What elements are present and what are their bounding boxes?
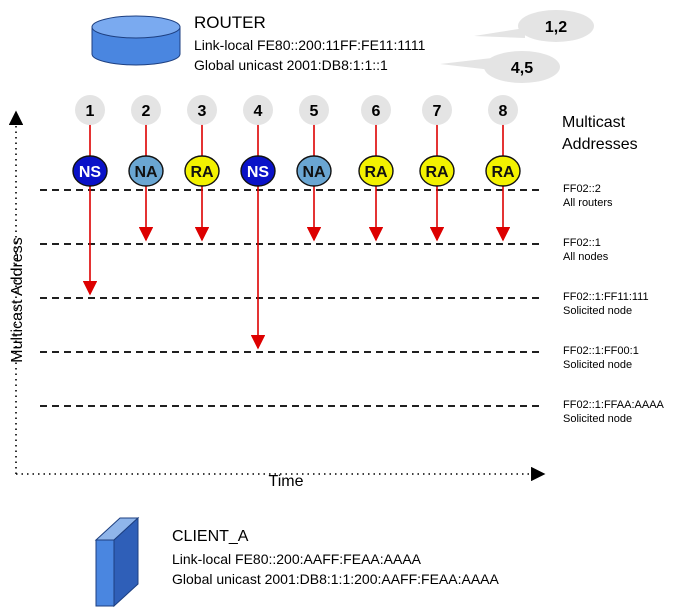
client-link-local: Link-local FE80::200:AAFF:FEAA:AAAA: [172, 551, 422, 567]
client-name: CLIENT_A: [172, 528, 249, 545]
message-type: NA: [302, 164, 326, 181]
message-type: RA: [425, 164, 449, 181]
message-ns: NS: [240, 155, 276, 187]
step-badge: 1: [75, 95, 105, 125]
message-markers: 1NS 2NA 3RA 4NS 5NA 6RA 7RA 8RA: [72, 95, 521, 187]
router-icon: [91, 15, 181, 66]
message-type: RA: [190, 164, 214, 181]
router-callout-1: 1,2: [474, 10, 594, 42]
callout-label: 1,2: [545, 19, 567, 36]
message-type: NS: [247, 164, 270, 181]
step-badge: 6: [361, 95, 391, 125]
step-number: 3: [198, 103, 207, 120]
step-badge: 8: [488, 95, 518, 125]
message-type: NA: [134, 164, 158, 181]
address-desc: All routers: [563, 197, 613, 209]
callout-label: 4,5: [511, 60, 533, 77]
address-label: FF02::2: [563, 183, 601, 195]
address-lines: [40, 189, 540, 407]
message-ra: RA: [184, 155, 220, 187]
client-icon: [94, 516, 140, 608]
step-badge: 5: [299, 95, 329, 125]
router-callout-2: 4,5: [440, 51, 560, 83]
step-number: 7: [433, 103, 442, 120]
step-number: 4: [254, 103, 263, 120]
step-badge: 3: [187, 95, 217, 125]
router-name: ROUTER: [194, 13, 266, 32]
message-arrows: [82, 124, 511, 350]
message-ns: NS: [72, 155, 108, 187]
address-label: FF02::1:FFAA:AAAA: [563, 399, 665, 411]
address-desc: Solicited node: [563, 413, 632, 425]
step-number: 6: [372, 103, 381, 120]
message-ra: RA: [358, 155, 394, 187]
step-badge: 7: [422, 95, 452, 125]
y-axis-label: Multicast Address: [9, 237, 26, 362]
step-number: 8: [499, 103, 508, 120]
message-na: NA: [128, 155, 164, 187]
step-number: 1: [86, 103, 95, 120]
x-axis-label: Time: [269, 473, 304, 490]
message-type: RA: [364, 164, 388, 181]
address-desc: Solicited node: [563, 305, 632, 317]
message-type: RA: [491, 164, 515, 181]
legend-title-line2: Addresses: [562, 136, 638, 153]
address-label: FF02::1:FF11:111: [563, 291, 649, 303]
message-na: NA: [296, 155, 332, 187]
client-global-unicast: Global unicast 2001:DB8:1:1:200:AAFF:FEA…: [172, 571, 500, 587]
step-number: 2: [142, 103, 151, 120]
step-number: 5: [310, 103, 319, 120]
address-desc: All nodes: [563, 251, 609, 263]
legend-title-line1: Multicast: [562, 114, 626, 131]
step-badge: 4: [243, 95, 273, 125]
message-ra: RA: [485, 155, 521, 187]
message-ra: RA: [419, 155, 455, 187]
message-type: NS: [79, 164, 102, 181]
router-global-unicast: Global unicast 2001:DB8:1:1::1: [194, 57, 388, 73]
router-link-local: Link-local FE80::200:11FF:FE11:1111: [194, 37, 426, 53]
address-label: FF02::1:FF00:1: [563, 345, 639, 357]
address-label: FF02::1: [563, 237, 601, 249]
address-desc: Solicited node: [563, 359, 632, 371]
step-badge: 2: [131, 95, 161, 125]
